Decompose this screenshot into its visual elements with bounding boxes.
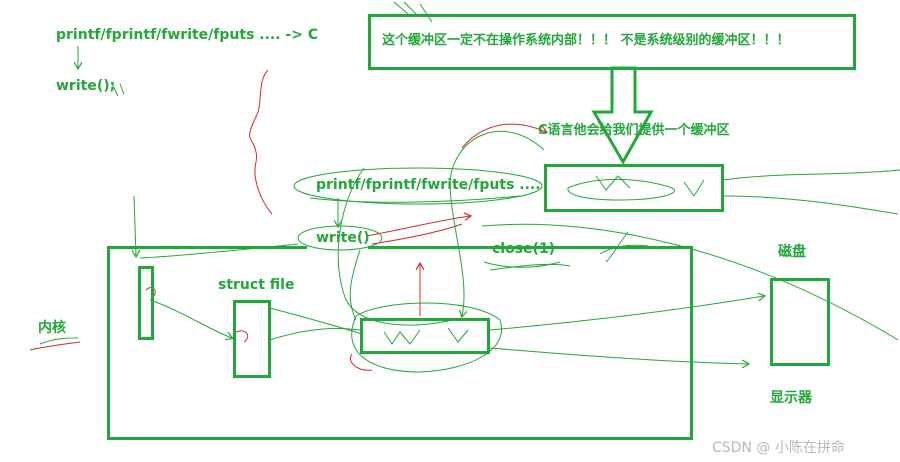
close-call-label: close(1) — [492, 241, 556, 257]
red-arrow-to-cbuf — [461, 123, 546, 149]
red-mark-file — [235, 330, 249, 343]
cbuf-squiggle — [567, 175, 705, 201]
fd-array-box — [138, 266, 154, 340]
line-cbuf-right-1 — [723, 169, 900, 181]
arrow-write-to-kbuf — [349, 249, 361, 321]
kernel-label: 内核 — [38, 320, 66, 336]
arrow-kbuf-to-display — [489, 347, 748, 364]
kbuf-outline-loop — [351, 302, 502, 373]
line-file-to-kbuf — [269, 328, 361, 341]
line-file-to-kbuf-2 — [269, 307, 363, 335]
scribble-tl — [111, 83, 125, 97]
funcs-underline — [309, 195, 521, 203]
kbuf-squiggle — [383, 327, 469, 345]
arrow-fd-to-file — [149, 299, 232, 338]
arrow-cbuf-loop — [449, 130, 545, 316]
kernel-underline-red — [29, 341, 81, 351]
center-funcs-label: printf/fprintf/fwrite/fputs .... — [316, 177, 541, 193]
scribble-top — [393, 1, 433, 23]
disk-box — [770, 278, 830, 366]
kernel-buffer-box — [360, 318, 490, 354]
kernel-box-top-right — [368, 246, 693, 249]
line-long-diag — [481, 223, 899, 341]
line-cbuf-right-2 — [723, 195, 899, 215]
top-left-funcs-label: printf/fprintf/fwrite/fputs .... -> C — [56, 27, 319, 43]
display-label: 显示器 — [770, 390, 812, 406]
arrow-kbuf-to-disk — [489, 296, 764, 331]
red-brace — [249, 69, 273, 215]
close-scribble — [483, 261, 571, 271]
buffer-note-box — [368, 14, 856, 70]
kernel-box — [107, 246, 693, 440]
disk-label: 磁盘 — [778, 244, 806, 260]
center-write-label: write() — [316, 230, 370, 246]
buffer-note-label: 这个缓冲区一定不在操作系统内部！！！ 不是系统级别的缓冲区！！！ — [382, 33, 790, 48]
funcs-ellipse — [293, 167, 543, 205]
red-arrow-write-1 — [365, 216, 470, 237]
kernel-box-top-left — [107, 246, 307, 249]
struct-file-box — [233, 300, 271, 378]
struct-file-label: struct file — [218, 277, 295, 293]
watermark: CSDN @ 小陈在拼命 — [712, 440, 845, 456]
green-big-loop — [337, 167, 453, 326]
c-buffer-note-label: C语言他会给我们提供一个缓冲区 — [538, 123, 730, 138]
top-left-write-label: write(); — [56, 78, 116, 94]
kernel-underline-green — [39, 337, 79, 345]
big-down-arrow — [591, 66, 654, 166]
c-buffer-box — [544, 164, 724, 212]
red-arrow-write-2 — [371, 223, 463, 245]
red-mark-kbuf — [350, 353, 373, 371]
